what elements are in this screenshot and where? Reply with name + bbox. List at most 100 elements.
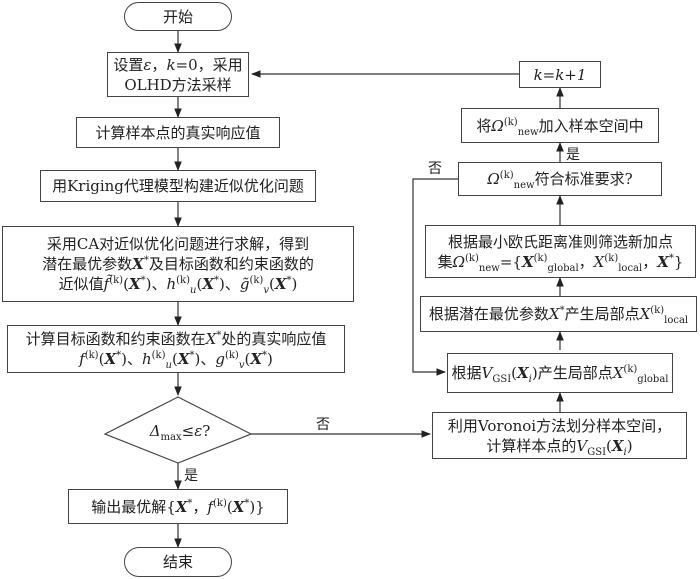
epsilon-symbol: ε [194,422,203,440]
star-sup: * [116,350,122,361]
compute-samples-step: 计算样本点的真实响应值 [76,117,280,148]
local-points-line: 根据潜在最优参数X*产生局部点X(k)local [429,304,689,326]
select-line1: 根据最小欧氏距离准则筛选新加点 [447,232,673,251]
global-points-step: 根据VGSI(Xi)产生局部点X(k)global [447,353,673,393]
k-sup: (k) [533,252,548,264]
kriging-step: 用Kriging代理模型构建近似优化问题 [40,170,316,202]
x-symbol: X [657,252,669,271]
x-symbol: X [104,350,117,368]
compute-samples-label: 计算样本点的真实响应值 [95,123,261,142]
start-label: 开始 [162,7,193,26]
ca-text: 潜在最优参数 [42,255,133,273]
x-symbol: X [232,497,245,516]
star-sup: * [216,330,222,341]
h-symbol: h [166,275,177,293]
leq-symbol: ≤ [181,422,195,440]
ca-line3: 近似值f̃(k)(X*)、h(k)u(X*)、g̃(k)v(X*) [58,275,298,296]
check-no-label: 否 [428,161,442,177]
k-sup: (k) [623,364,638,375]
local-sub: local [664,315,689,326]
k-sup: (k) [224,350,239,361]
star-sup: * [261,350,267,361]
ca-text-3: 近似值 [58,275,104,293]
star-sup: * [668,252,674,264]
true-eval-line2: f(k)(X*)、h(k)u(X*)、g(k)v(X*) [79,350,273,371]
select-line2: 集Ω(k)new={X(k)global，X(k)local，X*} [438,252,684,274]
x-symbol: X [202,275,214,293]
h-symbol: h [141,350,152,368]
check-criteria-step: Ω(k)new符合标准要求? [458,162,662,196]
x-symbol: X [128,275,141,293]
question-mark: ? [202,422,211,440]
add-sample-step: 将Ω(k)new加入样本空间中 [461,108,659,143]
local-text-2: 产生局部点 [564,305,640,323]
global-sub: global [637,374,669,385]
new-sub: new [478,262,500,274]
true-eval-text-2: 处的真实响应值 [221,330,327,348]
star-sup: * [187,497,193,509]
sep: 、 [151,275,167,293]
x-symbol: X [612,364,624,382]
epsilon-symbol: ε [143,55,152,74]
x-symbol: X [517,364,529,382]
x-symbol: X [611,436,624,455]
gsi-sub: GSI [587,446,607,458]
ca-text-2: 及目标函数和约束函数的 [148,255,314,273]
k-increment-step: k=k+1 [519,61,601,88]
u-sub: u [190,285,197,296]
x-symbol: X [521,252,534,271]
add-sample-line: 将Ω(k)new加入样本空间中 [476,116,644,138]
v-symbol: V [481,364,493,382]
k-sup: (k) [465,252,479,264]
f-approx-symbol: f̃ [103,275,110,293]
add-text-2: 加入样本空间中 [538,116,644,135]
x-symbol: X [548,305,560,323]
sep: 、 [224,275,240,293]
init-line1: 设置ε，k=0，采用 [113,55,242,75]
true-eval-step: 计算目标函数和约束函数在X*处的真实响应值 f(k)(X*)、h(k)u(X*)… [7,325,345,373]
k-sup: (k) [176,275,191,286]
check-text: 符合标准要求? [534,170,633,188]
init-sep: ， [151,55,167,74]
omega-symbol: Ω [487,170,500,188]
eq: ={ [499,252,522,271]
k-sup: (k) [499,170,514,181]
comma: ， [642,252,658,271]
star-sup: * [286,275,292,286]
decision-label: Δmax≤ε? [135,422,225,443]
gsi-sub: GSI [492,374,512,385]
check-criteria-line: Ω(k)new符合标准要求? [487,169,633,191]
k-sup: (k) [604,252,619,264]
k-sup: (k) [109,275,124,286]
k-sup: (k) [212,497,227,509]
ca-line1: 采用CA对近似优化问题进行求解，得到 [46,235,310,253]
star-sup: * [244,497,250,509]
v-sub: v [238,360,245,371]
u-sub: u [165,360,172,371]
start-terminal: 开始 [124,2,232,31]
true-eval-line1: 计算目标函数和约束函数在X*处的真实响应值 [26,329,327,349]
voronoi-line1: 利用Voronoi方法划分样本空间， [447,416,672,435]
sep: 、 [200,350,216,368]
new-sub: new [513,180,535,191]
voronoi-line2: 计算样本点的VGSI(Xi) [486,436,633,458]
star-sup: * [189,350,195,361]
global-text-2: 产生局部点 [537,364,613,382]
omega-symbol: Ω [491,116,504,135]
add-text: 将 [476,116,492,135]
x-symbol: X [274,275,287,293]
omega-symbol: Ω [452,252,466,271]
init-text: 设置 [113,55,144,74]
k-sup: (k) [151,350,166,361]
global-points-line: 根据VGSI(Xi)产生局部点X(k)global [451,364,669,385]
select-points-step: 根据最小欧氏距离准则筛选新加点 集Ω(k)new={X(k)global，X(k… [425,225,696,278]
decision-yes-label: 是 [184,468,198,484]
global-text: 根据 [451,364,482,382]
star-sup: * [559,305,565,316]
output-step: 输出最优解{X*，f(k)(X*)} [68,489,288,524]
ca-line2: 潜在最优参数X*及目标函数和约束函数的 [42,254,314,274]
comma: ， [192,497,208,516]
global-sub: global [547,262,579,274]
i-sub: i [528,374,532,385]
